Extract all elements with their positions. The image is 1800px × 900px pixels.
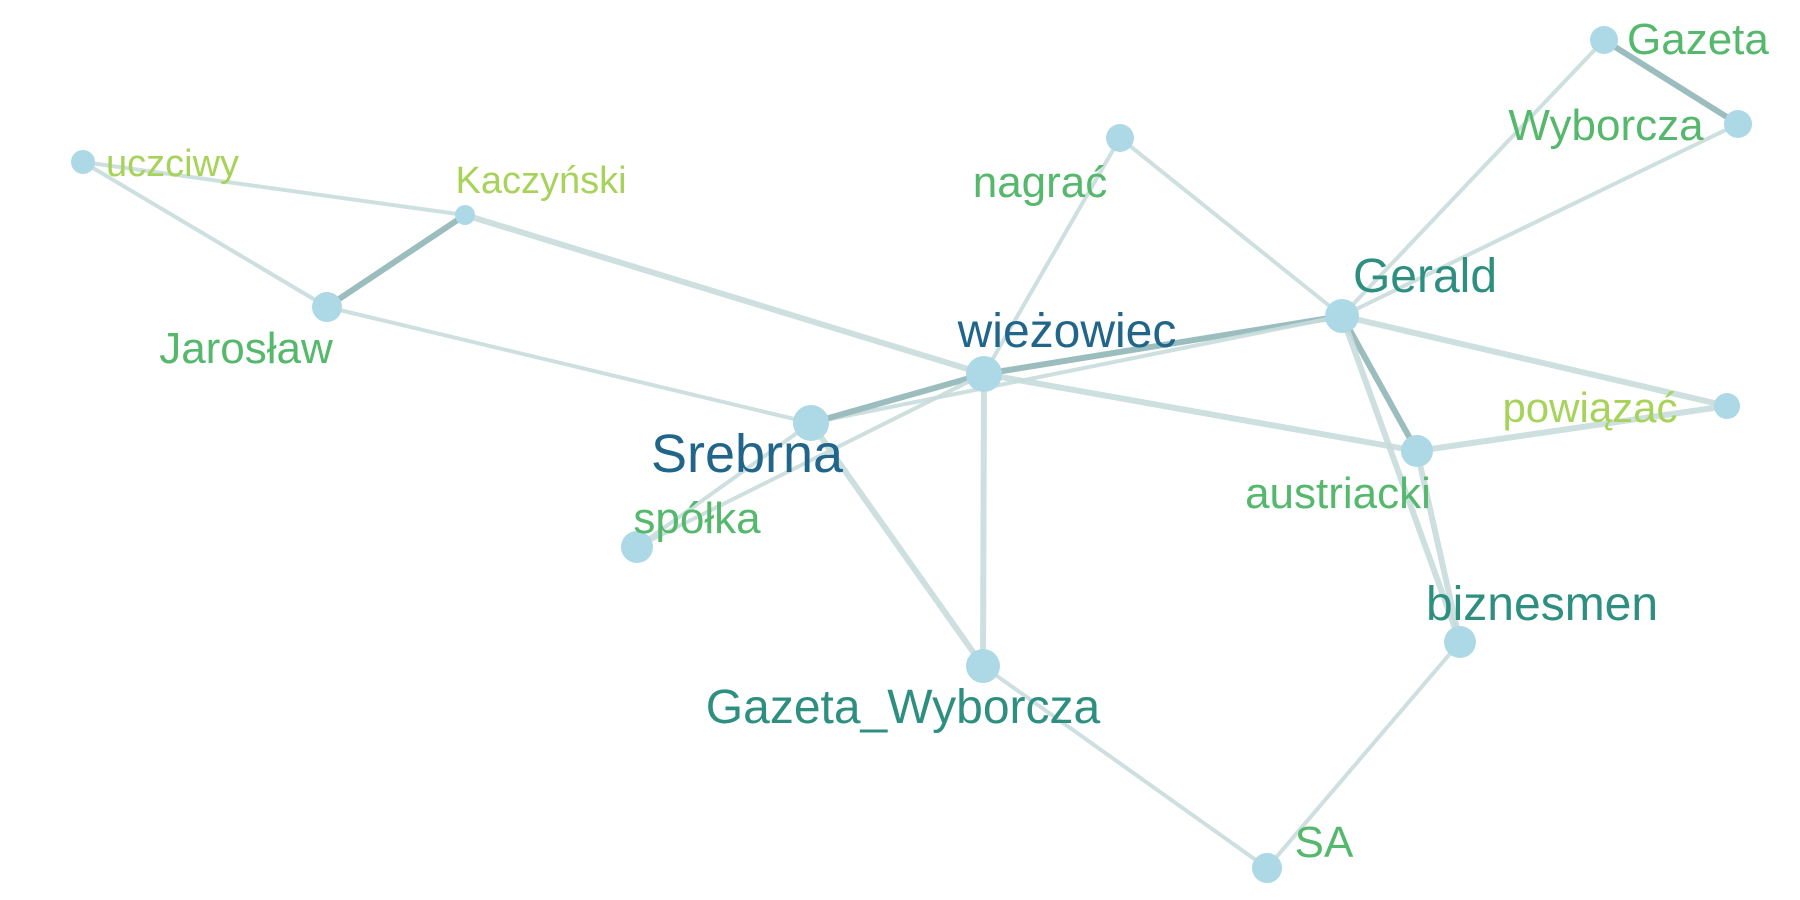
node-sa [1252,853,1282,883]
node-wyborcza [1724,110,1752,138]
node-powiazac [1714,393,1740,419]
edge-kaczynski-wiezowiec [462,212,987,377]
edge-nagrac-gerald [1118,136,1344,318]
node-label-gazeta: Gazeta [1627,15,1769,64]
node-label-gerald: Gerald [1353,250,1497,303]
node-spolka [621,531,653,563]
edge-kaczynski-jaroslaw [324,212,468,310]
edge-gerald-srebrna [809,314,1344,425]
edge-biznesmen-sa [1265,640,1462,870]
edge-gerald-powiazac [1339,313,1730,409]
node-label-spolka: spółka [633,494,761,543]
node-label-srebrna: Srebrna [651,424,844,484]
edge-wiezowiec-austriacki [981,371,1420,454]
node-wiezowiec [966,356,1002,392]
edge-austriacki-biznesmen [1414,448,1463,645]
edge-gerald-wiezowiec [981,313,1345,377]
edge-gazeta-gerald [1340,38,1606,318]
nodes-layer [71,26,1752,883]
node-nagrac [1106,124,1134,152]
edge-gazeta_wyborcza-sa [981,664,1269,870]
node-label-kaczynski: Kaczyński [455,160,626,202]
node-label-gazeta_wyborcza: Gazeta_Wyborcza [706,681,1101,734]
edge-nagrac-wiezowiec [982,136,1122,376]
edge-wyborcza-gerald [1340,122,1740,318]
node-label-austriacki: austriacki [1245,469,1431,518]
edge-uczciwy-kaczynski [81,160,467,217]
node-jaroslaw [312,292,342,322]
node-label-uczciwy: uczciwy [106,143,239,185]
node-label-wyborcza: Wyborcza [1508,101,1704,150]
edge-wiezowiec-spolka [635,372,986,549]
node-austriacki [1401,435,1433,467]
node-label-jaroslaw: Jarosław [159,324,333,373]
edge-austriacki-powiazac [1414,403,1730,454]
edge-wiezowiec-srebrna [808,371,987,426]
edge-wiezowiec-gazeta_wyborcza [980,371,987,669]
edge-uczciwy-jaroslaw [81,160,329,309]
node-srebrna [793,405,829,441]
node-label-wiezowiec: wieżowiec [957,305,1177,358]
node-gazeta_wyborcza [966,649,1000,683]
node-gazeta [1590,26,1618,54]
edges-layer [81,37,1741,870]
edge-jaroslaw-srebrna [325,305,813,425]
edge-gerald-biznesmen [1339,313,1463,645]
node-biznesmen [1444,626,1476,658]
node-label-biznesmen: biznesmen [1426,578,1658,631]
edge-srebrna-spolka [635,421,813,549]
node-label-sa: SA [1295,818,1354,867]
edge-gazeta-wyborcza [1601,37,1741,127]
node-label-powiazac: powiązać [1502,384,1677,431]
edge-srebrna-gazeta_wyborcza [808,420,986,669]
edge-gerald-austriacki [1339,313,1420,454]
node-gerald [1325,299,1359,333]
node-kaczynski [455,205,475,225]
node-uczciwy [71,150,95,174]
node-label-nagrac: nagrać [973,158,1108,207]
